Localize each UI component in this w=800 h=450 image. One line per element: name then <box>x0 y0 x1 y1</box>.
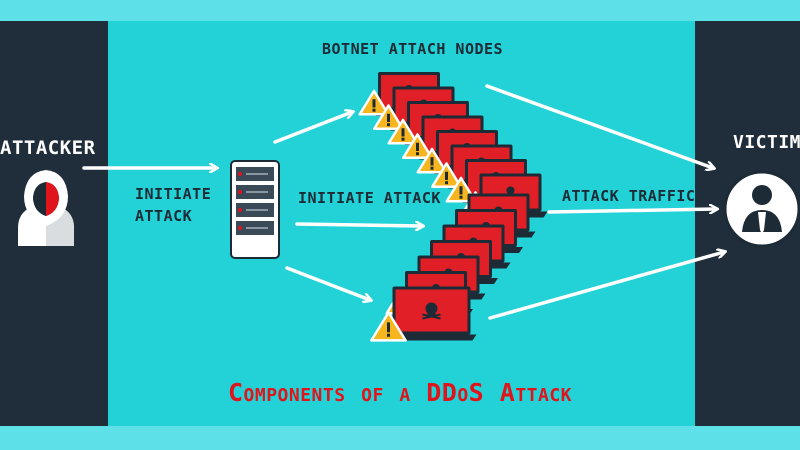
arrow-server-to-botnet-mid <box>295 224 422 226</box>
arrows <box>82 84 724 320</box>
victim-label: VICTIM <box>733 132 800 153</box>
warning-triangle-icon <box>431 162 462 188</box>
initiate-attack-label-left: INITIATE ATTACK <box>135 185 212 225</box>
arrow-botnet-to-victim-bottom <box>488 252 724 320</box>
warning-triangle-icon <box>358 89 390 116</box>
user-avatar-icon <box>723 170 800 248</box>
initiate-attack-label-mid: INITIATE ATTACK <box>298 189 441 207</box>
botnet-nodes-label: BOTNET ATTACH NODES <box>322 40 504 58</box>
arrow-server-to-botnet-top <box>273 112 352 144</box>
hooded-hacker-icon <box>18 170 74 246</box>
warning-triangle-icon <box>373 104 404 130</box>
server-icon <box>230 160 280 259</box>
attack-traffic-label: ATTACK TRAFFIC <box>562 187 696 205</box>
arrow-botnet-to-victim-mid <box>547 209 716 212</box>
diagram-title: Components of a DDoS Attack <box>227 378 573 407</box>
attacker-label: ATTACKER <box>0 137 96 159</box>
warning-triangle-icon <box>370 311 407 342</box>
botnet-group <box>358 72 548 342</box>
infected-laptop-icon <box>370 286 477 342</box>
warning-triangle-icon <box>416 147 448 174</box>
warning-triangle-icon <box>402 133 433 159</box>
warning-triangle-icon <box>387 118 419 145</box>
arrow-botnet-to-victim-top <box>485 84 713 168</box>
arrow-server-to-botnet-bottom <box>285 266 370 300</box>
